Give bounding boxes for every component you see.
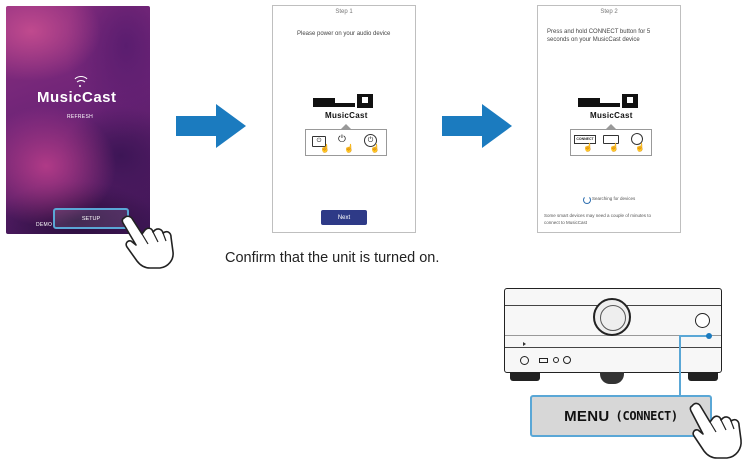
speaker-device-icon	[622, 94, 638, 108]
hand-pointer-icon	[121, 215, 174, 269]
receiver-foot-center	[600, 372, 624, 384]
connection-note-line2: connect to MusicCast	[544, 220, 588, 225]
arrow-right-icon	[176, 104, 246, 148]
power-button-icon: ⏻	[312, 136, 326, 147]
next-button[interactable]: Next	[321, 210, 367, 225]
power-buttons-callout: ⏻ ⏻ ⏻ ☝ ☝ ☝	[305, 129, 387, 156]
hand-pointer-icon: ☝	[583, 143, 593, 152]
power-button-icon: ⏻	[338, 134, 346, 145]
musiccast-logo: MusicCast	[325, 111, 368, 120]
mic-jack-icon	[563, 356, 571, 364]
callout-line	[679, 333, 712, 396]
speaker-device-icon	[357, 94, 373, 108]
step-instruction: Please power on your audio device	[297, 31, 391, 37]
hand-pointer-icon: ☝	[320, 144, 330, 153]
hand-pointer-icon: ☝	[344, 144, 354, 153]
connect-button-icon: CONNECT	[574, 135, 596, 144]
soundbar-device-icon	[600, 103, 620, 107]
hand-pointer-icon: ☝	[635, 143, 645, 152]
av-receiver-front-panel	[504, 288, 722, 373]
receiver-device-icon	[578, 98, 600, 107]
step-instruction-line1: Press and hold CONNECT button for 5	[547, 29, 651, 35]
receiver-foot	[510, 372, 540, 381]
step-title: Step 2	[600, 9, 618, 15]
connect-label-text: (CONNECT)	[615, 409, 679, 423]
musiccast-wave-icon	[72, 76, 90, 90]
arrow-right-icon	[442, 104, 512, 148]
usb-port-icon	[539, 358, 548, 363]
refresh-button[interactable]: REFRESH	[67, 114, 93, 120]
step1-screen: Step 1 Please power on your audio device…	[272, 5, 416, 233]
musiccast-launch-screen: MusicCast REFRESH DEMO SETUP	[6, 6, 150, 234]
power-button-icon: ⏻	[364, 134, 377, 147]
musiccast-logo: MusicCast	[590, 111, 633, 120]
connection-note-line1: Some smart devices may need a couple of …	[544, 213, 652, 218]
hand-pointer-icon	[689, 402, 742, 459]
demo-button[interactable]: DEMO	[36, 222, 53, 228]
step-instruction-line2: seconds on your MusicCast device	[547, 37, 640, 43]
connect-buttons-callout: CONNECT ☝ ☝ ☝	[570, 129, 652, 156]
connect-knob-icon	[631, 133, 643, 145]
menu-label-text: MENU	[564, 407, 610, 425]
receiver-device-icon	[313, 98, 335, 107]
connect-key-icon	[603, 135, 619, 144]
instruction-caption: Confirm that the unit is turned on.	[225, 250, 440, 266]
menu-connect-label: MENU (CONNECT)	[530, 395, 712, 437]
soundbar-device-icon	[335, 103, 355, 107]
headphone-jack-icon	[553, 357, 559, 363]
power-button-icon[interactable]	[520, 356, 529, 365]
volume-knob[interactable]	[593, 298, 631, 336]
hand-pointer-icon: ☝	[609, 143, 619, 152]
step-title: Step 1	[335, 9, 353, 15]
musiccast-logo: MusicCast	[37, 89, 117, 106]
connect-button[interactable]	[695, 313, 710, 328]
step2-screen: Step 2 Press and hold CONNECT button for…	[537, 5, 681, 233]
receiver-foot	[688, 372, 718, 381]
searching-status: Searching for devices	[592, 196, 636, 201]
hand-pointer-icon: ☝	[370, 144, 380, 153]
loading-spinner-icon	[583, 196, 591, 204]
